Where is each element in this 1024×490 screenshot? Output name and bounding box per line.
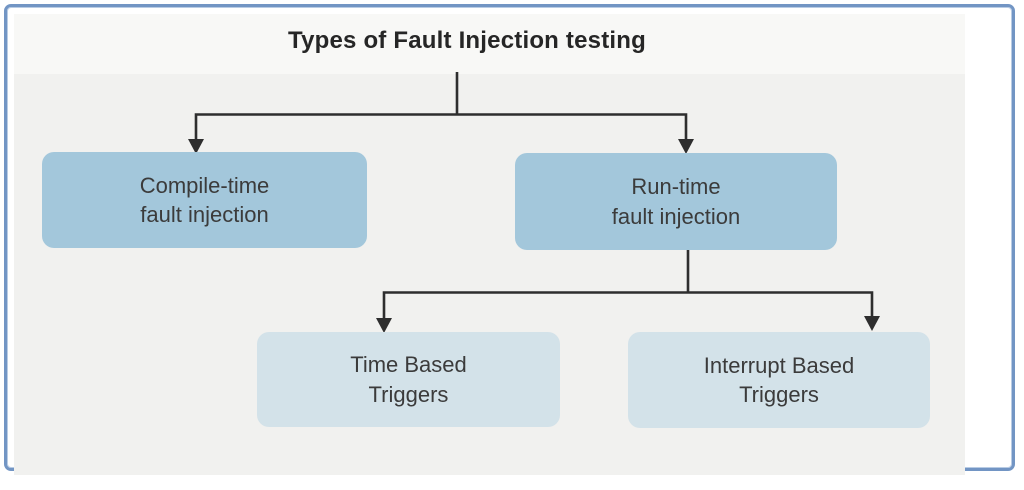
node-time-based-triggers: Time Based Triggers xyxy=(257,332,560,427)
node-interrupt-based-triggers: Interrupt Based Triggers xyxy=(628,332,930,428)
node-run-time-fault-injection: Run-time fault injection xyxy=(515,153,837,250)
diagram-title: Types of Fault Injection testing xyxy=(288,27,646,54)
node-time-based-label: Time Based Triggers xyxy=(350,352,467,407)
node-compile-time-fault-injection: Compile-time fault injection xyxy=(42,152,367,248)
title-band xyxy=(14,14,965,74)
node-compile-time-label: Compile-time fault injection xyxy=(139,172,270,227)
node-run-time-label: Run-time fault injection xyxy=(611,174,741,229)
node-interrupt-based-label: Interrupt Based Triggers xyxy=(703,352,855,407)
